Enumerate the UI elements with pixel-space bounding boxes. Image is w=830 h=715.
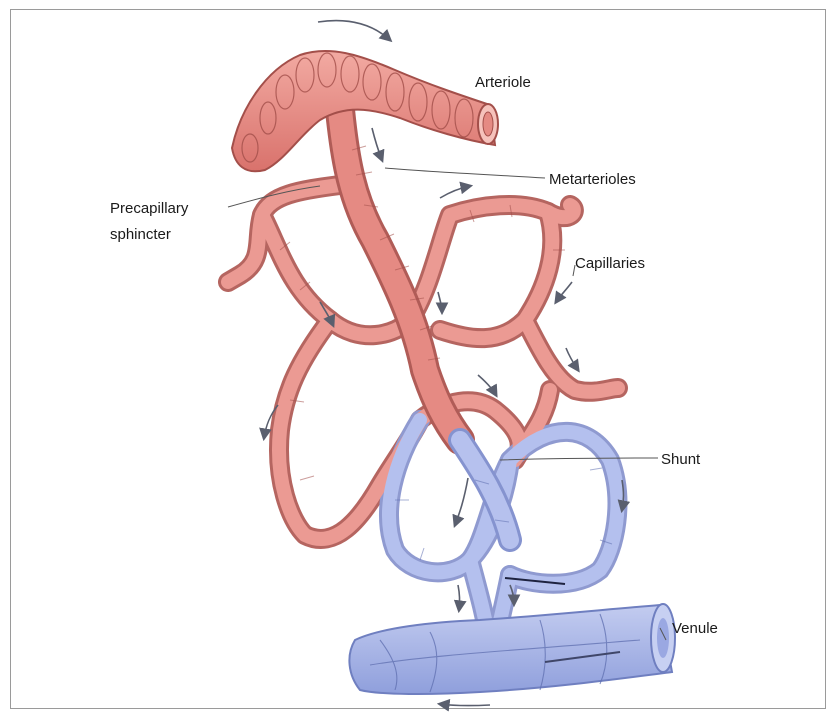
leader-line-metarterioles	[385, 168, 545, 178]
label-metarterioles: Metarterioles	[549, 171, 636, 188]
flow-arrow	[556, 282, 572, 302]
flow-arrow	[566, 348, 578, 370]
flow-arrow	[455, 478, 468, 525]
flow-arrow	[372, 128, 382, 160]
flow-arrow	[440, 704, 490, 706]
flow-arrow	[318, 21, 390, 40]
label-venule: Venule	[672, 620, 718, 637]
arteriole-vessel	[232, 51, 498, 171]
label-arteriole: Arteriole	[475, 74, 531, 91]
label-shunt: Shunt	[661, 451, 700, 468]
label-precapillary-line1: Precapillary	[110, 200, 188, 217]
flow-arrow	[438, 292, 442, 312]
flow-arrow	[440, 186, 470, 198]
label-precapillary-line2: sphincter	[110, 226, 171, 243]
flow-arrow	[478, 375, 496, 395]
label-capillaries: Capillaries	[575, 255, 645, 272]
flow-arrow	[458, 585, 460, 610]
